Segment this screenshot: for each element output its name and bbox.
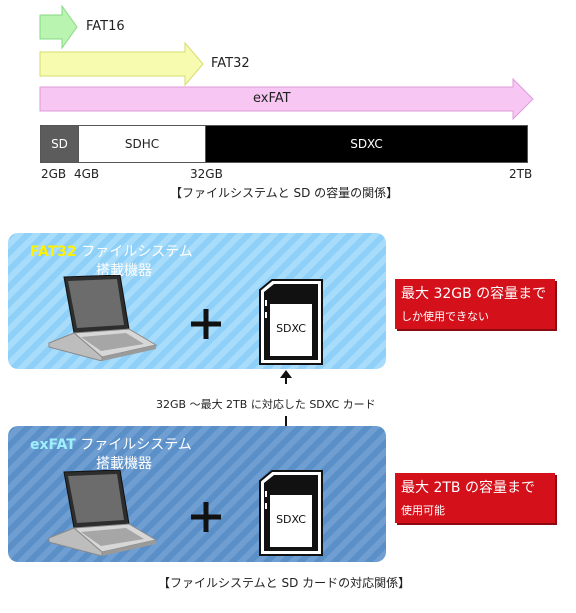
callout-sub: 使用可能 [401, 504, 445, 517]
sd-card-label: SDXC [276, 513, 306, 526]
caption-top: 【ファイルシステムと SD の容量の関係】 [170, 186, 399, 200]
fat32-label: FAT32 [211, 56, 250, 71]
fat16-arrow [39, 4, 78, 50]
segment-sd: SD [41, 126, 78, 162]
sd-card-icon [259, 470, 323, 556]
callout-main: 最大 2TB の容量まで [401, 480, 535, 496]
tick-32gb: 32GB [190, 167, 223, 181]
fs-title-rest: ファイルシステム [75, 437, 192, 453]
fat32-arrow [39, 41, 204, 87]
laptop-icon [48, 470, 158, 556]
caption-bottom: 【ファイルシステムと SD カードの対応関係】 [158, 576, 411, 590]
laptop-icon [48, 275, 158, 361]
plus-icon [191, 309, 221, 339]
panel-title: exFAT ファイルシステム [30, 434, 192, 454]
filesystem-arrows [39, 4, 534, 121]
segment-sdxc: SDXC [206, 126, 527, 162]
tick-2tb: 2TB [509, 167, 533, 181]
sd-card-label: SDXC [276, 322, 306, 335]
middle-text: 32GB 〜最大 2TB に対応した SDXC カード [156, 398, 376, 411]
exfat-device-panel: exFAT ファイルシステム 搭載機器 SDXC [8, 426, 386, 562]
panel-subtitle: 搭載機器 [96, 456, 152, 472]
fs-name: FAT32 [30, 244, 77, 260]
callout-main: 最大 32GB の容量まで [401, 286, 547, 302]
exfat-label: exFAT [253, 91, 291, 106]
exfat-limit-callout: 最大 2TB の容量まで 使用可能 [395, 473, 555, 523]
fat32-limit-callout: 最大 32GB の容量まで しか使用できない [395, 279, 555, 329]
tick-4gb: 4GB [74, 167, 100, 181]
segment-sdhc: SDHC [78, 126, 206, 162]
tick-2gb: 2GB [41, 167, 67, 181]
sd-card-icon [259, 279, 323, 365]
plus-icon [191, 502, 221, 532]
panel-title: FAT32 ファイルシステム [30, 241, 193, 261]
fat32-device-panel: FAT32 ファイルシステム 搭載機器 SDXC [8, 233, 386, 369]
fs-name: exFAT [30, 437, 76, 453]
capacity-bar: SD SDHC SDXC [40, 125, 528, 163]
arrow-up-icon [280, 370, 292, 384]
exfat-arrow [39, 77, 534, 121]
fat16-label: FAT16 [86, 19, 125, 34]
callout-sub: しか使用できない [401, 310, 489, 323]
fs-title-rest: ファイルシステム [76, 244, 193, 260]
